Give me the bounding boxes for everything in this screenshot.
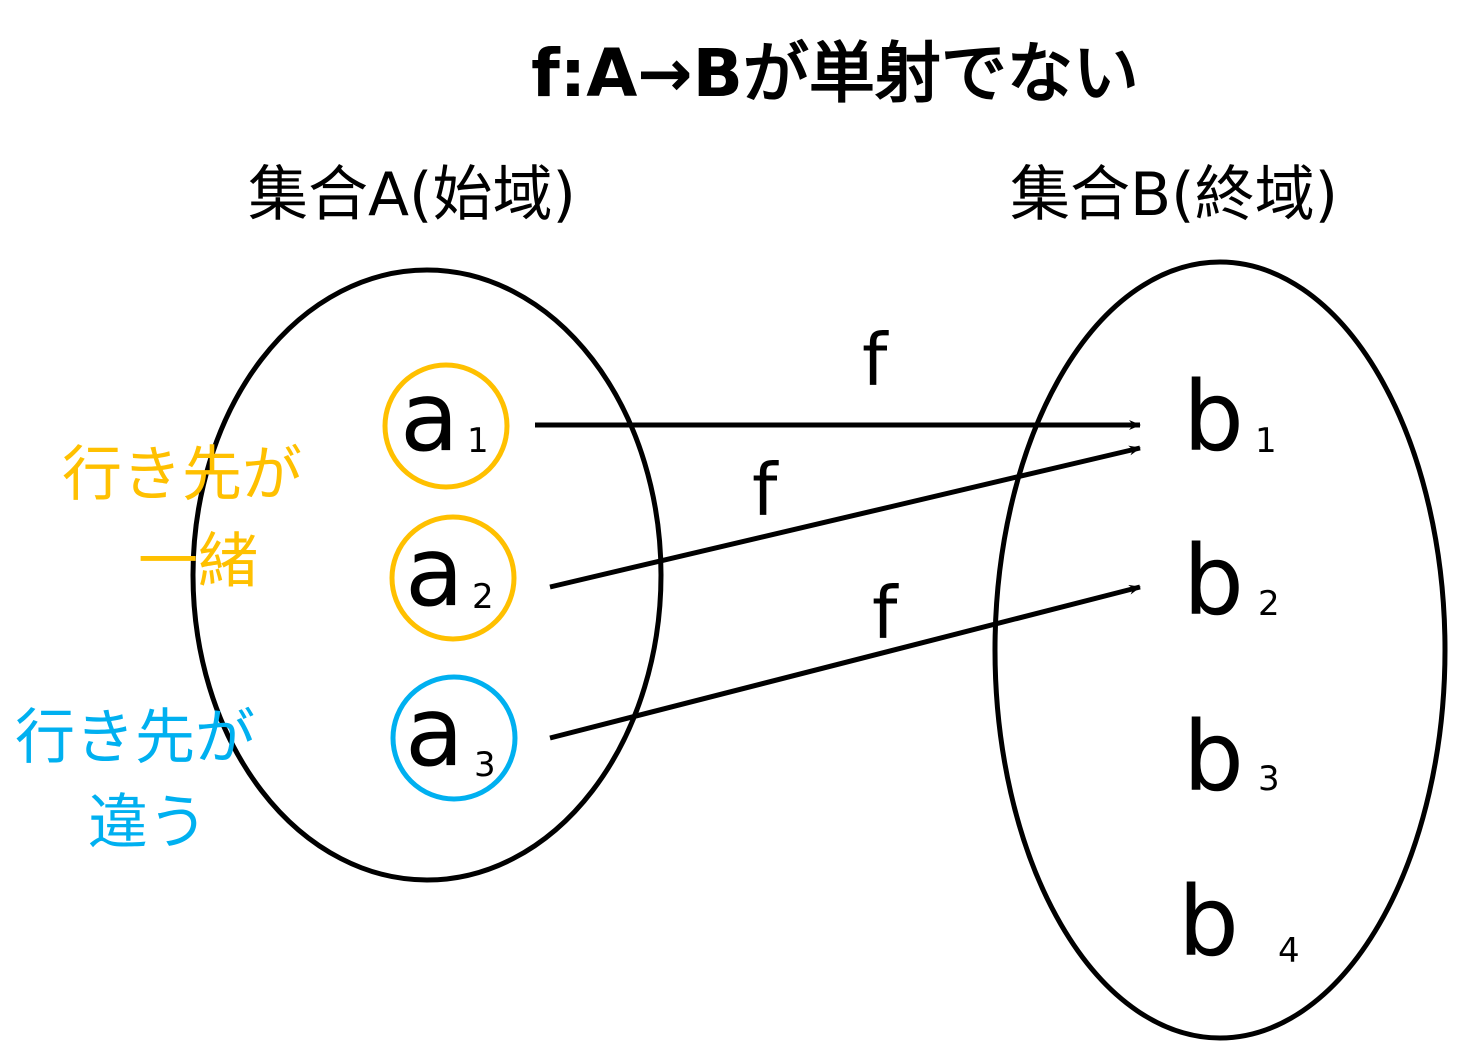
mapping-label-f-1: f xyxy=(862,318,889,402)
element-b4: b xyxy=(1178,866,1239,978)
element-a1: a xyxy=(400,361,459,473)
note-same-line2: 一緒 xyxy=(138,527,258,597)
element-b1: b xyxy=(1183,361,1244,473)
element-a1-sub: 1 xyxy=(467,421,489,461)
arrow-a2-b1 xyxy=(549,445,1141,590)
element-b2: b xyxy=(1183,525,1244,637)
a3-highlight-circle xyxy=(390,674,518,802)
element-a3: a xyxy=(405,676,464,788)
mapping-label-f-2: f xyxy=(752,448,779,532)
element-b4-sub: 4 xyxy=(1278,931,1300,971)
codomain-set-ellipse xyxy=(992,259,1448,1041)
element-b3: b xyxy=(1183,701,1244,813)
element-b2-sub: 2 xyxy=(1258,584,1280,624)
element-a2-sub: 2 xyxy=(472,577,494,617)
a2-highlight-circle xyxy=(389,514,517,642)
note-different-line1: 行き先が xyxy=(15,703,255,773)
domain-label: 集合A(始域) xyxy=(248,160,576,230)
note-same-line1: 行き先が xyxy=(62,440,302,510)
mapping-label-f-3: f xyxy=(872,571,899,655)
element-b3-sub: 3 xyxy=(1258,759,1280,799)
note-different-line2: 違う xyxy=(88,788,208,858)
domain-set-ellipse xyxy=(190,267,664,883)
diagram-title: f:A→Bが単射でない xyxy=(531,35,1139,112)
codomain-label: 集合B(終域) xyxy=(1010,160,1338,230)
element-a3-sub: 3 xyxy=(474,745,496,785)
element-b1-sub: 1 xyxy=(1255,421,1277,461)
arrow-a3-b2 xyxy=(549,584,1141,741)
a1-highlight-circle xyxy=(382,362,510,490)
element-a2: a xyxy=(405,516,464,628)
